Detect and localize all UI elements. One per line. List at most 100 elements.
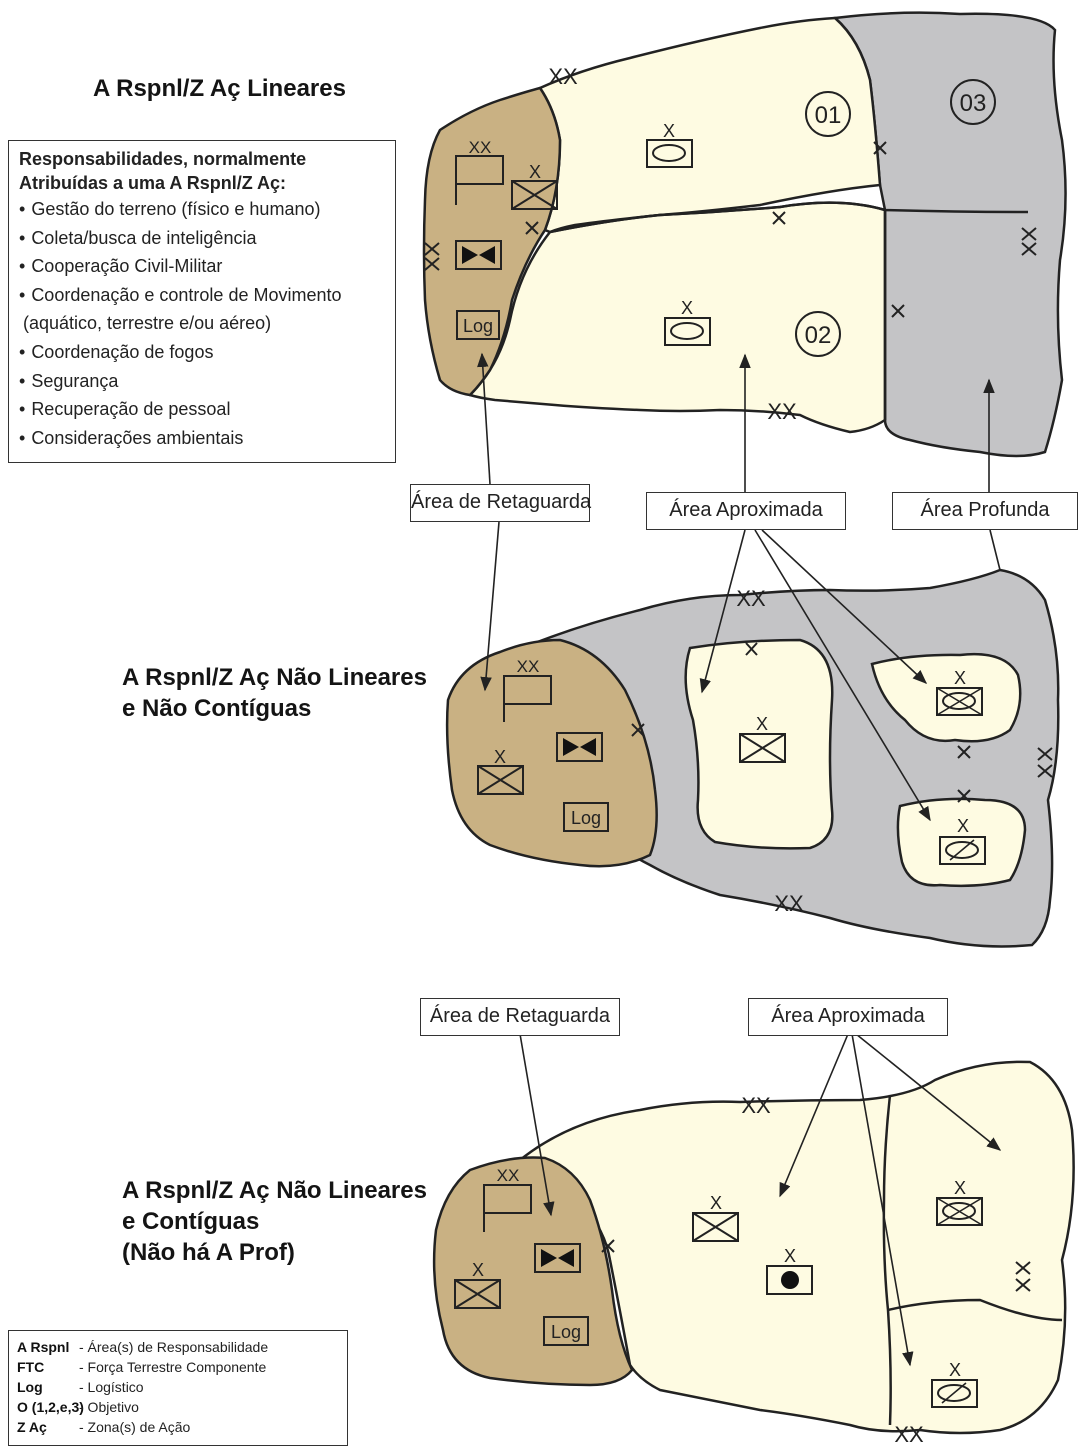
armor-brigade-symbol: X <box>646 121 693 168</box>
division-boundary-label: XX <box>774 891 804 916</box>
division-hq-flag: XX <box>455 138 504 205</box>
bowtie-unit-symbol <box>556 732 603 762</box>
rear-area-nonlinear <box>445 638 658 868</box>
responsibility-item-continuation: (aquático, terrestre e/ou aéreo) <box>23 313 272 334</box>
arrow <box>779 1033 849 1198</box>
title-nonlinear-noncontiguous: A Rspnl/Z Aç Não Lineares e Não Contígua… <box>122 662 427 724</box>
legend-box: A Rspnl- Área(s) de Responsabilidade FTC… <box>8 1330 348 1446</box>
arrow <box>855 1033 1002 1151</box>
responsibility-item: Coleta/busca de inteligência <box>19 224 385 253</box>
logistics-label: Log <box>571 808 601 828</box>
callout-close-area: Área Aproximada <box>646 492 846 530</box>
brigade-echelon: X <box>949 1360 961 1380</box>
logistics-label: Log <box>551 1322 581 1342</box>
brigade-echelon: X <box>756 714 768 734</box>
logistics-unit-symbol: Log <box>563 802 609 832</box>
arrow <box>519 1033 555 1217</box>
brigade-boundary-mark <box>957 789 971 803</box>
infantry-brigade-symbol: X <box>692 1193 739 1242</box>
infantry-brigade-symbol: X <box>477 747 524 795</box>
infantry-brigade-symbol: X <box>454 1260 501 1309</box>
infantry-brigade-symbol: X <box>739 714 786 763</box>
callout-close-area: Área Aproximada <box>748 998 948 1036</box>
objective-circle <box>795 311 841 357</box>
brigade-echelon: X <box>957 816 969 836</box>
linear-diagram: XX XX 01 02 03 X <box>422 11 1067 458</box>
legend-abbr: Log <box>17 1379 43 1395</box>
division-boundary-label: XX <box>548 64 578 89</box>
brigade-echelon: X <box>784 1246 796 1266</box>
title-linear: A Rspnl/Z Aç Lineares <box>93 73 346 104</box>
objective-02: 02 <box>795 311 841 357</box>
division-hq-flag: XX <box>483 1166 532 1232</box>
brigade-boundary-marks <box>631 642 1053 803</box>
brigade-boundary-marks <box>424 141 1037 318</box>
mechanized-brigade-symbol: X <box>936 1178 983 1226</box>
division-boundary-label: XX <box>894 1422 924 1447</box>
brigade-echelon: X <box>954 668 966 688</box>
armored-cavalry-symbol: X <box>939 816 986 865</box>
brigade-echelon: X <box>954 1178 966 1198</box>
division-boundary-label: XX <box>741 1093 771 1118</box>
division-boundary-label: XX <box>767 399 797 424</box>
title-linear-line: A Rspnl/Z Aç Lineares <box>93 75 346 102</box>
division-boundary-mark <box>1037 747 1053 778</box>
responsibility-item: Coordenação e controle de Movimento <box>19 281 385 310</box>
brigade-boundary-marks <box>601 1239 1031 1292</box>
brigade-echelon: X <box>472 1260 484 1280</box>
logistics-unit-symbol: Log <box>543 1316 589 1346</box>
legend-definition: - Área(s) de Responsabilidade <box>79 1339 269 1355</box>
legend-definition: - Objetivo <box>79 1399 139 1415</box>
arrow <box>761 529 928 684</box>
responsibility-item: Considerações ambientais <box>19 424 385 453</box>
logistics-unit-symbol: Log <box>456 310 500 340</box>
callout-arrows <box>477 352 1002 1367</box>
responsibility-item: Gestão do terreno (físico e humano) <box>19 195 385 224</box>
brigade-echelon: X <box>710 1193 722 1213</box>
legend-definition: - Força Terrestre Componente <box>79 1359 267 1375</box>
title-line: e Contíguas <box>122 1208 260 1235</box>
responsibilities-box: Responsabilidades, normalmente Atribuída… <box>8 140 396 463</box>
legend-row: O (1,2,e,3)- Objetivo <box>17 1397 339 1417</box>
division-boundary-mark <box>424 242 440 271</box>
boundary-line <box>882 1094 892 1426</box>
arrow <box>699 529 746 694</box>
objective-label: 03 <box>960 90 987 117</box>
close-area-pocket <box>870 653 1022 743</box>
brigade-echelon: X <box>494 747 506 767</box>
responsibility-item: Segurança <box>19 367 385 396</box>
boundary-line <box>549 201 1029 234</box>
legend-definition: - Zona(s) de Ação <box>79 1419 191 1435</box>
legend-row: Z Aç- Zona(s) de Ação <box>17 1417 339 1437</box>
responsibilities-list: Gestão do terreno (físico e humano) Cole… <box>19 195 385 452</box>
callout-deep-area: Área Profunda <box>892 492 1078 530</box>
arrow <box>851 1033 914 1367</box>
division-echelon: XX <box>517 657 540 676</box>
artillery-brigade-symbol: X <box>766 1246 813 1295</box>
objective-circle <box>950 79 996 125</box>
responsibility-item: Coordenação de fogos <box>19 338 385 367</box>
brigade-echelon: X <box>663 121 675 141</box>
nonlinear-contiguous-diagram: XX XX XX X Log X <box>432 1060 1075 1447</box>
brigade-boundary-mark <box>891 304 905 318</box>
brigade-boundary-mark <box>957 745 971 759</box>
division-echelon: XX <box>469 138 492 157</box>
logistics-label: Log <box>463 316 493 336</box>
objective-03: 03 <box>950 79 996 125</box>
objective-label: 01 <box>815 102 842 129</box>
division-boundary-label: XX <box>736 586 766 611</box>
callout-rear-area: Área de Retaguarda <box>410 484 591 522</box>
linear-boundary-lines <box>549 201 1029 420</box>
callout-rear-area: Área de Retaguarda <box>420 998 620 1036</box>
brigade-boundary-mark <box>631 723 645 737</box>
responsibilities-heading-line: Atribuídas a uma A Rspnl/Z Aç: <box>19 173 287 193</box>
legend-abbr: O (1,2,e,3) <box>17 1399 84 1415</box>
bowtie-unit-symbol <box>534 1243 581 1273</box>
armored-cavalry-symbol: X <box>931 1360 978 1408</box>
brigade-echelon: X <box>529 162 541 182</box>
armor-brigade-symbol: X <box>664 298 711 346</box>
close-area-contiguous <box>517 1060 1075 1435</box>
title-line: A Rspnl/Z Aç Não Lineares <box>122 664 427 691</box>
brigade-boundary-mark <box>601 1239 615 1253</box>
